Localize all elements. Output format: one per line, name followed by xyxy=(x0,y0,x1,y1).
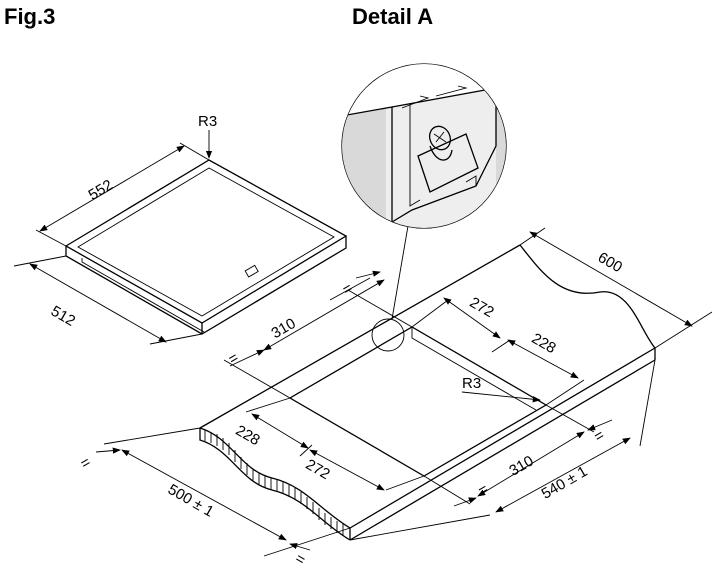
countertop xyxy=(199,244,656,541)
equal-sign-5: = xyxy=(591,426,607,445)
equal-sign-4: = xyxy=(292,550,308,569)
detail-a-leader xyxy=(391,225,409,320)
equal-sign-6: = xyxy=(475,480,491,499)
dim-label-cutout-r3: R3 xyxy=(462,375,481,392)
dim-label-512: 512 xyxy=(48,303,78,330)
dim-label-310-left: 310 xyxy=(269,315,299,342)
dim-500: 500 ± 1 = = xyxy=(78,427,351,569)
equal-sign-1: = xyxy=(225,349,241,368)
cutout-opening xyxy=(288,326,548,477)
dim-label-540: 540 ± 1 xyxy=(539,463,591,503)
dim-310-left: 310 = = xyxy=(223,270,413,399)
dim-label-228-upper: 228 xyxy=(529,330,559,357)
dim-hob-r3: R3 xyxy=(198,113,217,159)
equal-sign-2: = xyxy=(340,279,356,298)
dim-label-310-right: 310 xyxy=(506,452,536,479)
dim-label-552: 552 xyxy=(86,176,116,203)
dim-lower-228-272: 228 272 xyxy=(233,397,425,491)
detail-a-callout xyxy=(371,225,409,352)
hob-body-edge xyxy=(65,236,347,335)
detail-title: Detail A xyxy=(352,4,434,29)
dim-label-500: 500 ± 1 xyxy=(165,481,217,521)
figure-title: Fig.3 xyxy=(4,4,56,29)
dim-label-hob-r3: R3 xyxy=(198,113,217,130)
equal-sign-3: = xyxy=(78,453,94,472)
dim-552: 552 xyxy=(35,142,210,247)
control-panel-icon xyxy=(244,264,259,278)
detail-a-marker-circle xyxy=(371,318,405,352)
dim-cutout-r3: R3 xyxy=(461,375,541,403)
dim-512: 512 xyxy=(13,255,203,345)
dim-label-228-lower: 228 xyxy=(233,422,263,449)
counter-break-front xyxy=(199,427,351,529)
dim-600: 600 xyxy=(519,227,713,349)
hob-glass-inner xyxy=(77,167,335,317)
detail-a-view xyxy=(341,63,507,229)
